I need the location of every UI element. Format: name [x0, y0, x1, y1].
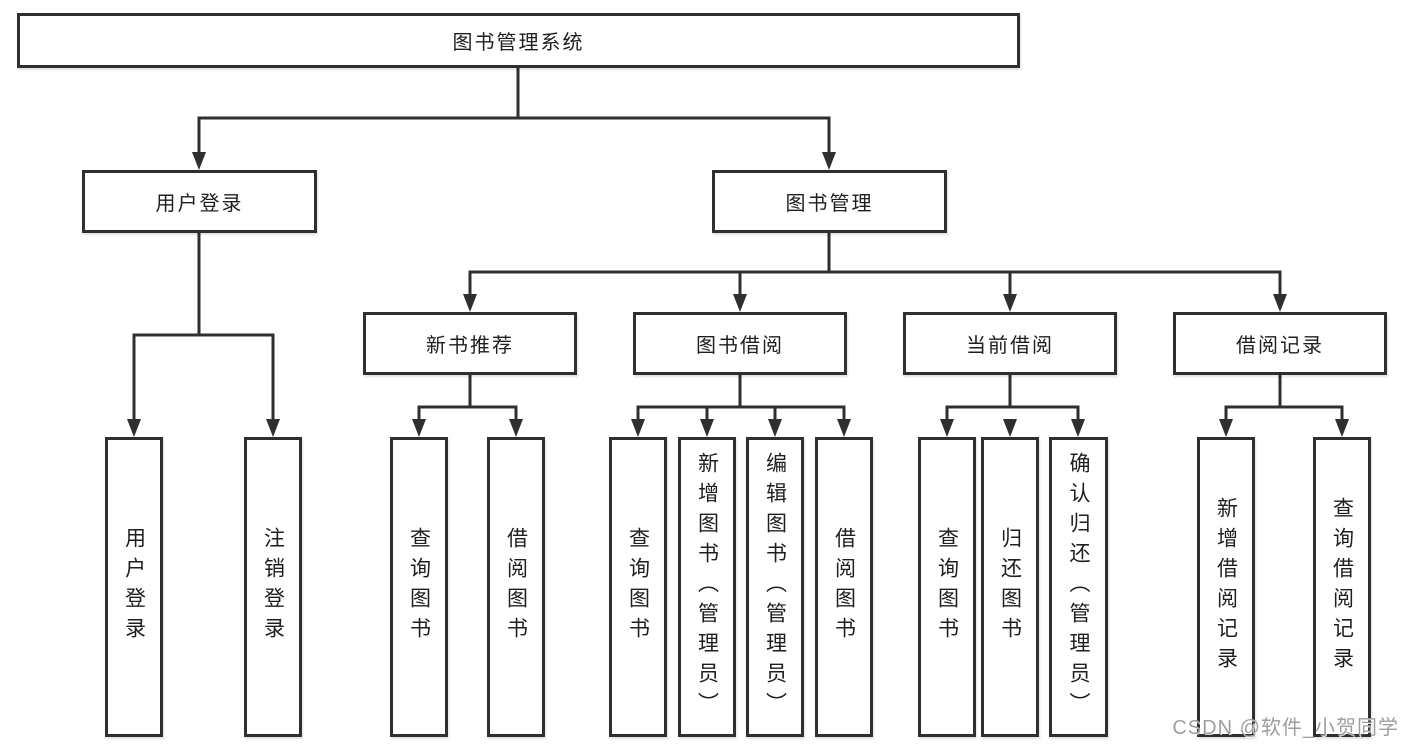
- node-label: 图书借阅: [696, 335, 784, 357]
- node-label: 借阅记录: [1236, 335, 1324, 357]
- node-book-management: 图书管理: [712, 170, 947, 233]
- leaf-confirm-return-admin: 确认归还（管理员）: [1049, 437, 1108, 737]
- leaf-label: 确认归还（管理员）: [1067, 452, 1090, 722]
- leaf-label: 用户登录: [122, 527, 146, 647]
- leaf-query-borrow-record: 查询借阅记录: [1313, 437, 1371, 737]
- leaf-label: 借阅图书: [832, 527, 856, 647]
- node-book-borrow: 图书借阅: [633, 312, 847, 375]
- leaf-borrow-books: 借阅图书: [815, 437, 873, 737]
- leaf-borrow-books-recommend: 借阅图书: [487, 437, 545, 737]
- leaf-label: 查询借阅记录: [1330, 497, 1354, 677]
- leaf-query-books-borrow: 查询图书: [609, 437, 667, 737]
- node-label: 图书管理: [785, 193, 874, 215]
- node-library-management-system: 图书管理系统: [17, 13, 1020, 68]
- leaf-logout: 注销登录: [244, 437, 302, 737]
- node-user-login: 用户登录: [82, 170, 317, 233]
- leaf-label: 编辑图书（管理员）: [763, 452, 787, 722]
- node-label: 新书推荐: [426, 335, 514, 357]
- node-label: 用户登录: [155, 193, 244, 215]
- leaf-label: 注销登录: [261, 527, 285, 647]
- node-label: 图书管理系统: [452, 32, 585, 54]
- leaf-label: 查询图书: [626, 527, 650, 647]
- leaf-add-book-admin: 新增图书（管理员）: [678, 437, 736, 737]
- leaf-label: 借阅图书: [504, 527, 528, 647]
- leaf-return-books: 归还图书: [981, 437, 1039, 737]
- arrowheads: [127, 152, 1349, 437]
- leaf-label: 新增图书（管理员）: [695, 452, 719, 722]
- leaf-query-books-current: 查询图书: [918, 437, 976, 737]
- leaf-add-borrow-record: 新增借阅记录: [1197, 437, 1255, 737]
- leaf-user-login: 用户登录: [105, 437, 163, 737]
- leaf-query-books-recommend: 查询图书: [390, 437, 448, 737]
- node-new-book-recommend: 新书推荐: [363, 312, 577, 375]
- leaf-label: 新增借阅记录: [1214, 497, 1238, 677]
- node-current-borrow: 当前借阅: [903, 312, 1117, 375]
- leaf-edit-book-admin: 编辑图书（管理员）: [746, 437, 804, 737]
- leaf-label: 查询图书: [935, 527, 959, 647]
- leaf-label: 归还图书: [998, 527, 1022, 647]
- node-label: 当前借阅: [966, 335, 1054, 357]
- leaf-label: 查询图书: [407, 527, 431, 647]
- node-borrow-records: 借阅记录: [1173, 312, 1387, 375]
